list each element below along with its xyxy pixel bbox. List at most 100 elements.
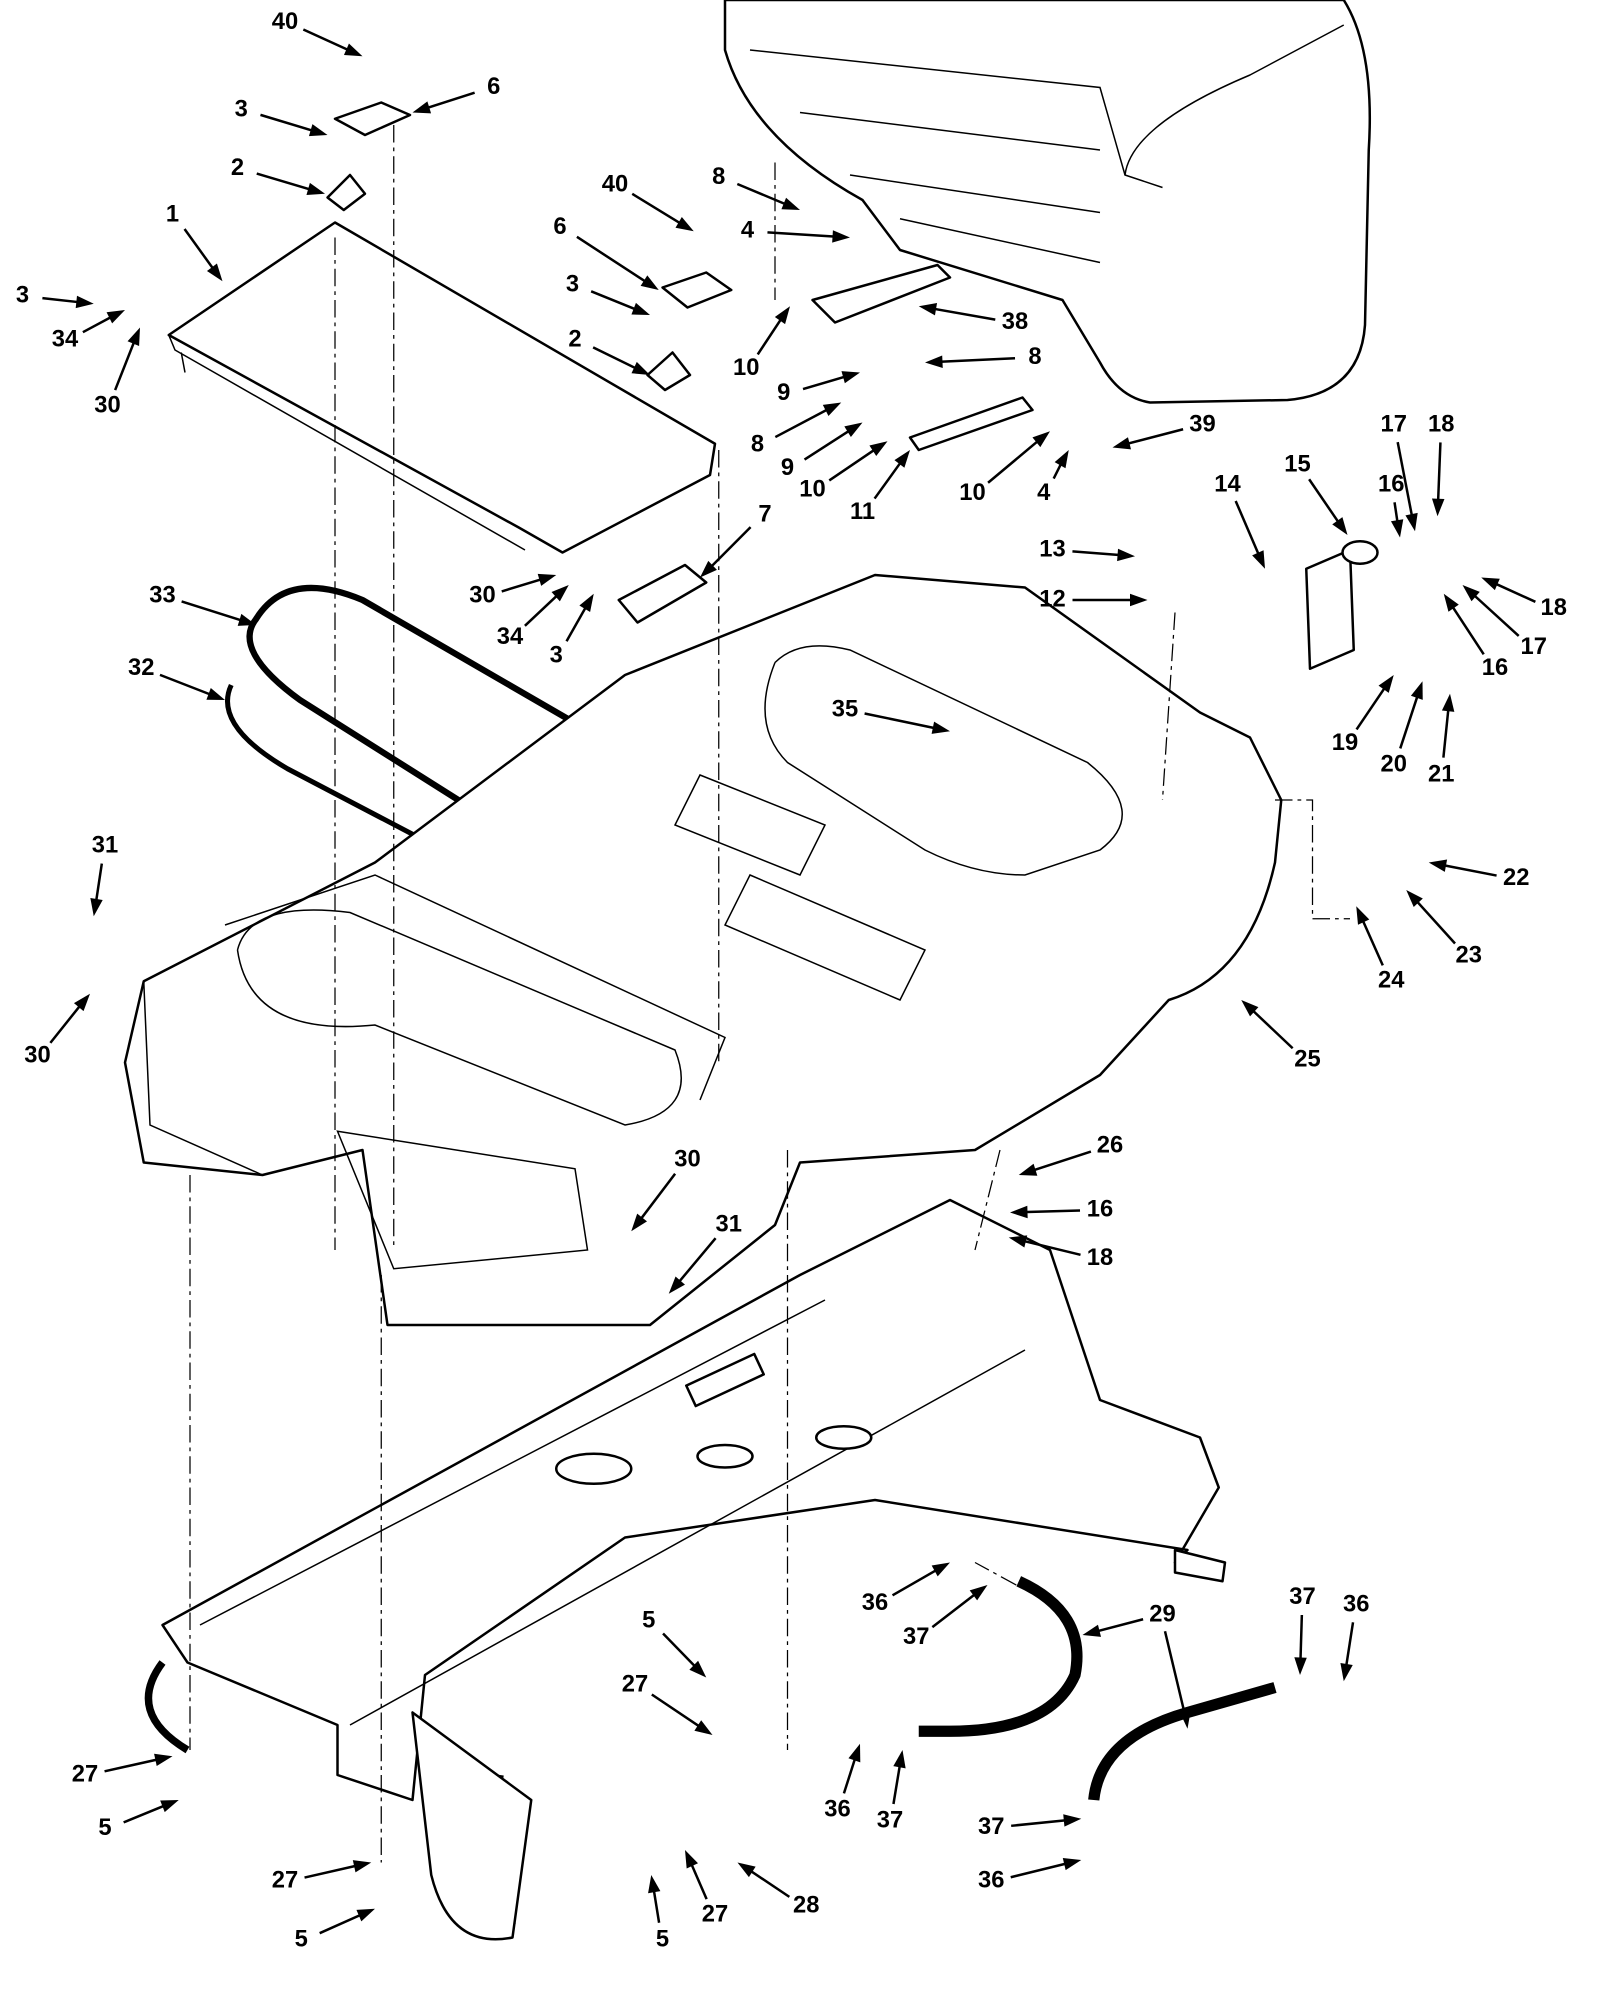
arrowhead-icon	[237, 613, 257, 626]
callout-number: 16	[1378, 470, 1404, 497]
callout-leader	[747, 1868, 791, 1898]
callout-leader	[319, 1912, 364, 1935]
arrowhead-icon	[1008, 1235, 1028, 1248]
cover-plate	[167, 221, 717, 554]
arrowhead-icon	[160, 1800, 179, 1813]
arrowhead-icon	[106, 310, 125, 324]
arrowhead-icon	[848, 1743, 861, 1763]
arrowhead-icon	[1443, 593, 1459, 612]
arrowhead-icon	[931, 1562, 950, 1577]
arrowhead-icon	[1130, 593, 1148, 607]
arrowhead-icon	[1332, 517, 1348, 535]
callout-leader	[113, 338, 137, 391]
arrowhead-icon	[918, 303, 938, 316]
callout-leader	[1355, 684, 1388, 731]
tractor-frame	[144, 1198, 1227, 1941]
callout-number: 20	[1381, 750, 1407, 777]
callout-number: 9	[781, 454, 794, 481]
callout-leader	[592, 346, 640, 371]
arrowhead-icon	[1462, 585, 1480, 602]
callout-leader	[652, 1887, 661, 1923]
arrowhead-icon	[1356, 906, 1370, 925]
callout-number: 9	[777, 379, 790, 406]
arrowhead-icon	[694, 1720, 713, 1735]
callout-number: 3	[16, 282, 29, 309]
callout-leader	[565, 603, 589, 642]
callout-number: 23	[1456, 942, 1482, 969]
callout-number: 37	[903, 1623, 929, 1650]
callout-number: 6	[487, 73, 500, 100]
arrowhead-icon	[631, 361, 650, 375]
arrowhead-icon	[1378, 675, 1394, 693]
callout-leader	[891, 1567, 940, 1597]
callout-number: 19	[1332, 729, 1358, 756]
callout-number: 3	[550, 642, 563, 669]
callout-leader	[1413, 898, 1456, 945]
callout-leader	[767, 231, 838, 238]
callout-leader	[1010, 1861, 1070, 1879]
arrowhead-icon	[1441, 693, 1455, 712]
callout-number: 27	[72, 1760, 98, 1787]
arrowhead-icon	[774, 306, 790, 325]
arrowhead-icon	[1112, 437, 1131, 450]
callout-leader	[1094, 1618, 1144, 1634]
callout-leader	[1030, 1150, 1092, 1173]
callout-number: 17	[1381, 410, 1407, 437]
arrowhead-icon	[832, 230, 850, 243]
callout-leader	[937, 357, 1016, 364]
callout-leader	[501, 577, 545, 593]
callout-number: 33	[149, 582, 175, 609]
callout-leader	[828, 447, 878, 482]
callout-number: 10	[959, 479, 985, 506]
callout-leader	[1396, 441, 1414, 520]
callout-leader	[304, 1863, 360, 1879]
callout-number: 26	[1097, 1132, 1123, 1159]
callout-leader	[631, 192, 684, 226]
callout-number: 1	[166, 200, 179, 227]
callout-number: 6	[553, 213, 566, 240]
callout-leader	[183, 228, 216, 273]
callout-leader	[42, 296, 82, 304]
callout-number: 25	[1294, 1045, 1320, 1072]
arrowhead-icon	[648, 1875, 661, 1894]
callout-leader	[676, 1237, 717, 1286]
callout-number: 37	[978, 1813, 1004, 1840]
callout-number: 37	[1289, 1583, 1315, 1610]
callout-leader	[1399, 692, 1420, 749]
arrowhead-icon	[412, 101, 432, 114]
callout-leader	[1249, 1007, 1294, 1050]
arrowhead-icon	[154, 1753, 173, 1767]
arrowhead-icon	[841, 371, 860, 384]
callout-number: 17	[1521, 633, 1547, 660]
arrowhead-icon	[579, 593, 594, 612]
callout-leader	[104, 1757, 161, 1773]
callout-number: 4	[1037, 479, 1051, 506]
callout-number: 5	[656, 1925, 669, 1952]
arrowhead-icon	[894, 450, 910, 468]
arrowhead-icon	[737, 1862, 756, 1878]
callout-leader	[651, 1693, 703, 1730]
callout-number: 39	[1189, 410, 1215, 437]
arrowhead-icon	[73, 993, 90, 1012]
arrowhead-icon	[1241, 1000, 1259, 1017]
callout-number: 36	[1343, 1590, 1369, 1617]
callout-leader	[1471, 592, 1520, 637]
callout-number: 12	[1039, 585, 1065, 612]
arrowhead-icon	[127, 327, 140, 347]
arrowhead-icon	[306, 182, 325, 195]
callout-number: 13	[1039, 535, 1065, 562]
callout-leader	[181, 600, 245, 623]
callout-number: 10	[733, 354, 759, 381]
arrowhead-icon	[781, 197, 800, 210]
arrowhead-icon	[551, 585, 569, 602]
arrowhead-icon	[1178, 1707, 1192, 1729]
callout-number: 31	[716, 1210, 742, 1237]
arrowhead-icon	[1481, 577, 1500, 591]
callout-number: 24	[1378, 967, 1405, 994]
callout-number: 8	[1028, 343, 1041, 370]
callout-leader	[756, 315, 784, 356]
callout-number: 5	[295, 1925, 308, 1952]
arrowhead-icon	[206, 688, 225, 700]
callout-number: 16	[1087, 1195, 1113, 1222]
